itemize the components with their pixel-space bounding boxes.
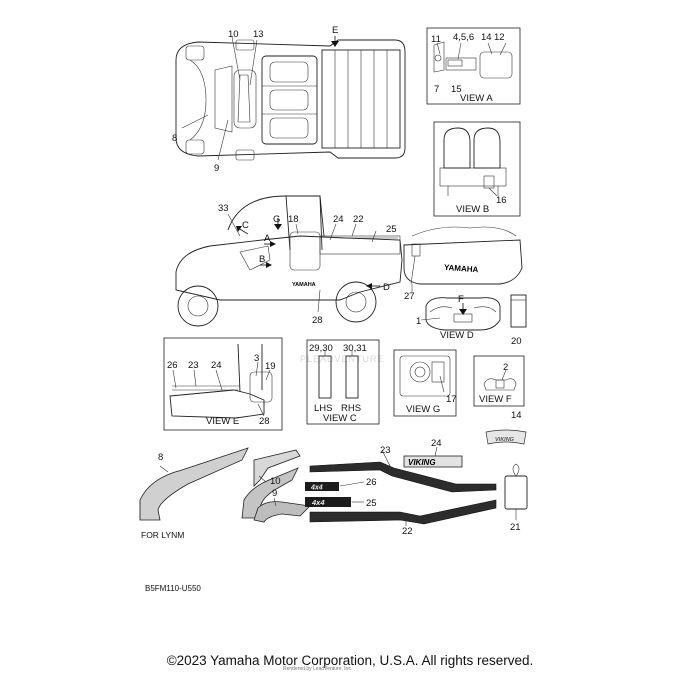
callout-8-top: 8 bbox=[172, 133, 177, 144]
callout-26-bot: 26 bbox=[366, 477, 377, 488]
callout-16: 16 bbox=[496, 195, 507, 206]
view-f-frame bbox=[473, 355, 525, 407]
view-a-frame bbox=[426, 27, 521, 105]
decal-10-stripe bbox=[253, 449, 301, 487]
callout-15: 15 bbox=[451, 84, 462, 95]
callout-9-bot: 9 bbox=[272, 488, 277, 499]
view-f-label: VIEW F bbox=[479, 394, 512, 405]
callout-29-30: 29,30 bbox=[309, 343, 333, 354]
emblem-viking-text: VIKING bbox=[495, 437, 515, 443]
rear-yamaha-logo: YAMAHA bbox=[444, 263, 479, 274]
callout-30-31: 30,31 bbox=[343, 343, 367, 354]
callout-26-e: 26 bbox=[167, 360, 178, 371]
callout-7: 7 bbox=[434, 84, 439, 95]
view-g-label: VIEW G bbox=[406, 404, 440, 415]
callout-D: D bbox=[383, 282, 390, 293]
view-b-frame bbox=[433, 121, 521, 217]
callout-F: F bbox=[458, 294, 464, 305]
callout-14-a: 14 bbox=[481, 32, 492, 43]
callout-3: 3 bbox=[254, 353, 259, 364]
callout-24-side: 24 bbox=[333, 214, 344, 225]
callout-22-bot: 22 bbox=[402, 526, 413, 537]
callout-4-5-6: 4,5,6 bbox=[453, 32, 474, 43]
callout-G: G bbox=[273, 214, 280, 225]
vehicle-top-view bbox=[175, 36, 406, 161]
part-code: B5FM110-U550 bbox=[145, 584, 201, 593]
view-d-label: VIEW D bbox=[440, 330, 474, 341]
callout-24-e: 24 bbox=[211, 360, 222, 371]
model-note: FOR LYNM bbox=[141, 530, 185, 540]
callout-25-bot: 25 bbox=[366, 498, 377, 509]
decal-26-4x4: 4x4 bbox=[305, 481, 365, 492]
callout-B: B bbox=[259, 254, 265, 265]
callout-23-bot: 23 bbox=[380, 445, 391, 456]
callout-28-side: 28 bbox=[312, 315, 323, 326]
callout-10-bot: 10 bbox=[270, 476, 281, 487]
part-14-emblem: VIKING bbox=[485, 429, 527, 445]
callout-24-bot: 24 bbox=[431, 438, 442, 449]
callout-A: A bbox=[264, 233, 271, 244]
callout-27: 27 bbox=[404, 291, 415, 302]
callout-14-b: 14 bbox=[511, 410, 522, 421]
callout-25-side: 25 bbox=[386, 224, 397, 235]
callout-19: 19 bbox=[265, 361, 276, 372]
callout-13: 13 bbox=[253, 29, 264, 40]
view-g-frame bbox=[393, 349, 457, 417]
rear-view: YAMAHA bbox=[403, 226, 523, 292]
side-yamaha-logo: YAMAHA bbox=[292, 282, 316, 288]
copyright-footer: ©2023 Yamaha Motor Corporation, U.S.A. A… bbox=[166, 653, 534, 668]
callout-1: 1 bbox=[416, 316, 421, 327]
callout-23-e: 23 bbox=[188, 360, 199, 371]
lhs-label: LHS bbox=[314, 403, 332, 414]
view-b-label: VIEW B bbox=[456, 204, 489, 215]
callout-9-top: 9 bbox=[214, 163, 219, 174]
watermark-text: PLEADVENTURE bbox=[300, 354, 385, 364]
decal-23-side-stripe bbox=[309, 449, 497, 493]
callout-12: 12 bbox=[494, 32, 505, 43]
vehicle-side-view: YAMAHA bbox=[175, 195, 403, 327]
view-c-frame bbox=[306, 339, 380, 425]
decal-9-stripe bbox=[253, 497, 311, 523]
view-e-frame bbox=[163, 337, 283, 431]
view-d-frame bbox=[420, 297, 501, 331]
decal-22-lower-stripe bbox=[309, 499, 497, 526]
callout-28-e: 28 bbox=[259, 416, 270, 427]
part-20-label bbox=[510, 294, 527, 328]
callout-33: 33 bbox=[218, 203, 229, 214]
decal-25-text: 4x4 bbox=[311, 498, 325, 507]
callout-22-side: 22 bbox=[353, 214, 364, 225]
decal-25-4x4: 4x4 bbox=[305, 497, 364, 507]
callout-11: 11 bbox=[431, 34, 441, 45]
callout-10: 10 bbox=[228, 29, 239, 40]
part-21-tag bbox=[504, 463, 528, 520]
callout-21: 21 bbox=[510, 522, 521, 533]
viking-logo-text: VIKING bbox=[408, 458, 436, 467]
callout-18: 18 bbox=[288, 214, 299, 225]
rendered-by-note: Rendered by LeadVenture, Inc. bbox=[283, 666, 353, 672]
decal-26-text: 4x4 bbox=[310, 485, 323, 492]
callout-17: 17 bbox=[446, 394, 457, 405]
decal-24-viking-logo: VIKING bbox=[403, 446, 463, 468]
callout-20: 20 bbox=[511, 336, 522, 347]
callout-E: E bbox=[332, 25, 338, 36]
callout-2: 2 bbox=[503, 362, 508, 373]
view-c-label: VIEW C bbox=[323, 413, 357, 424]
callout-C: C bbox=[242, 220, 249, 231]
view-a-label: VIEW A bbox=[460, 93, 493, 104]
view-e-label: VIEW E bbox=[206, 416, 239, 427]
callout-8-bot: 8 bbox=[158, 452, 163, 463]
rhs-label: RHS bbox=[341, 403, 361, 414]
